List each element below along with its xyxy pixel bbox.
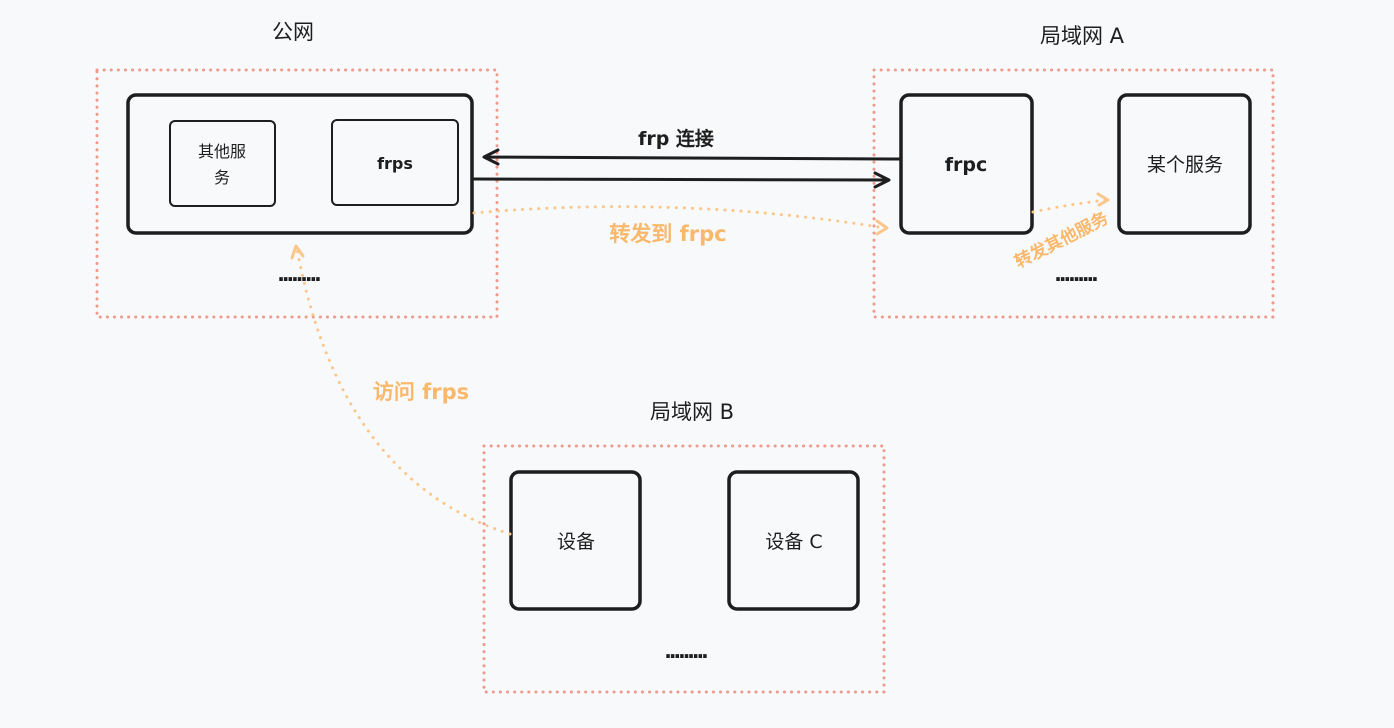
forward-to-frpc-label: 转发到 frpc: [609, 222, 726, 246]
device-c-box: [727, 470, 860, 611]
forward-other-arrowhead: [1096, 192, 1110, 207]
server-box: [126, 93, 474, 235]
other-services-label-line1: 其他服: [198, 142, 246, 161]
frpc-box: [899, 93, 1034, 235]
forward-to-frpc-edge: 转发到 frpc: [472, 205, 889, 246]
frps-box: [331, 119, 459, 206]
device-label: 设备: [557, 531, 595, 553]
other-services-box: [169, 120, 276, 207]
lan-a-title: 局域网 A: [1040, 24, 1125, 48]
access-frps-edge: 访问 frps: [290, 244, 512, 536]
access-frps-arrowhead: [290, 244, 305, 260]
lan-b-ellipsis: .........: [664, 639, 707, 663]
frpc-label: frpc: [945, 154, 988, 176]
frp-connection-edge: frp 连接: [472, 127, 902, 189]
lan-b-region: [482, 444, 886, 694]
device-c-label: 设备 C: [765, 531, 822, 553]
public-network-ellipsis: .........: [277, 262, 320, 286]
frp-connection-label: frp 连接: [638, 127, 714, 150]
service-box: [1117, 93, 1252, 235]
forward-other-line: [1031, 198, 1109, 214]
lan-a-ellipsis: .........: [1054, 262, 1097, 286]
lan-b-group: 局域网 B 设备 设备 C .........: [482, 400, 886, 694]
access-frps-line: [295, 247, 512, 536]
other-services-label-line2: 务: [214, 168, 230, 187]
lan-a-region: [872, 68, 1275, 319]
public-network-group: 公网 其他服 务 frps .........: [95, 20, 499, 319]
device-box: [509, 470, 642, 611]
access-frps-label: 访问 frps: [373, 380, 469, 404]
public-network-title: 公网: [272, 20, 314, 44]
forward-to-frpc-line: [472, 205, 887, 230]
arrow-to-frpc: [472, 171, 891, 189]
forward-to-frpc-arrowhead: [875, 219, 889, 236]
frps-label: frps: [377, 154, 413, 173]
lan-a-group: 局域网 A frpc 某个服务 .........: [872, 24, 1275, 319]
lan-b-title: 局域网 B: [650, 400, 734, 424]
public-network-region: [95, 68, 499, 319]
service-label: 某个服务: [1147, 154, 1223, 176]
arrow-to-frps: [482, 148, 902, 166]
